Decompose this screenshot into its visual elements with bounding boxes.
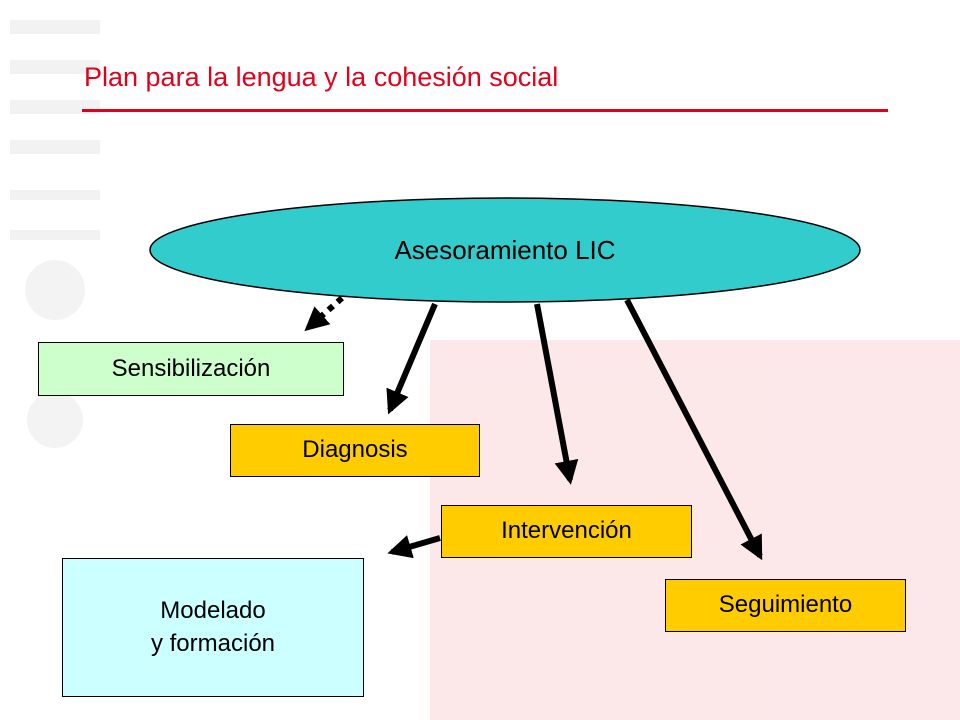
node-sensibilizacion-label: Sensibilización [111,354,271,382]
edge-to-intervencion [534,303,579,485]
node-intervencion: Intervención [441,505,692,558]
node-sensibilizacion: Sensibilización [38,342,344,396]
node-diagnosis: Diagnosis [230,424,480,477]
node-seguimiento-label: Seguimiento [718,591,853,619]
edge-to-seguimiento [624,298,763,561]
node-intervencion-label: Intervención [501,517,632,545]
center-node-ellipse [149,197,861,303]
node-modelado-line2: y formación [150,629,276,657]
node-seguimiento: Seguimiento [665,579,906,632]
center-node-label: Asesoramiento LIC [394,234,616,265]
page-title: Plan para la lengua y la cohesión social [84,62,559,92]
node-diagnosis-label: Diagnosis [302,436,408,464]
edge-to-diagnosis [386,302,438,415]
edge-to-modelado [387,535,441,559]
node-modelado: Modelado y formación [62,558,364,697]
node-modelado-line1: Modelado [160,597,266,625]
title-underline [82,109,888,112]
edge-to-sensibilizacion [304,295,344,332]
